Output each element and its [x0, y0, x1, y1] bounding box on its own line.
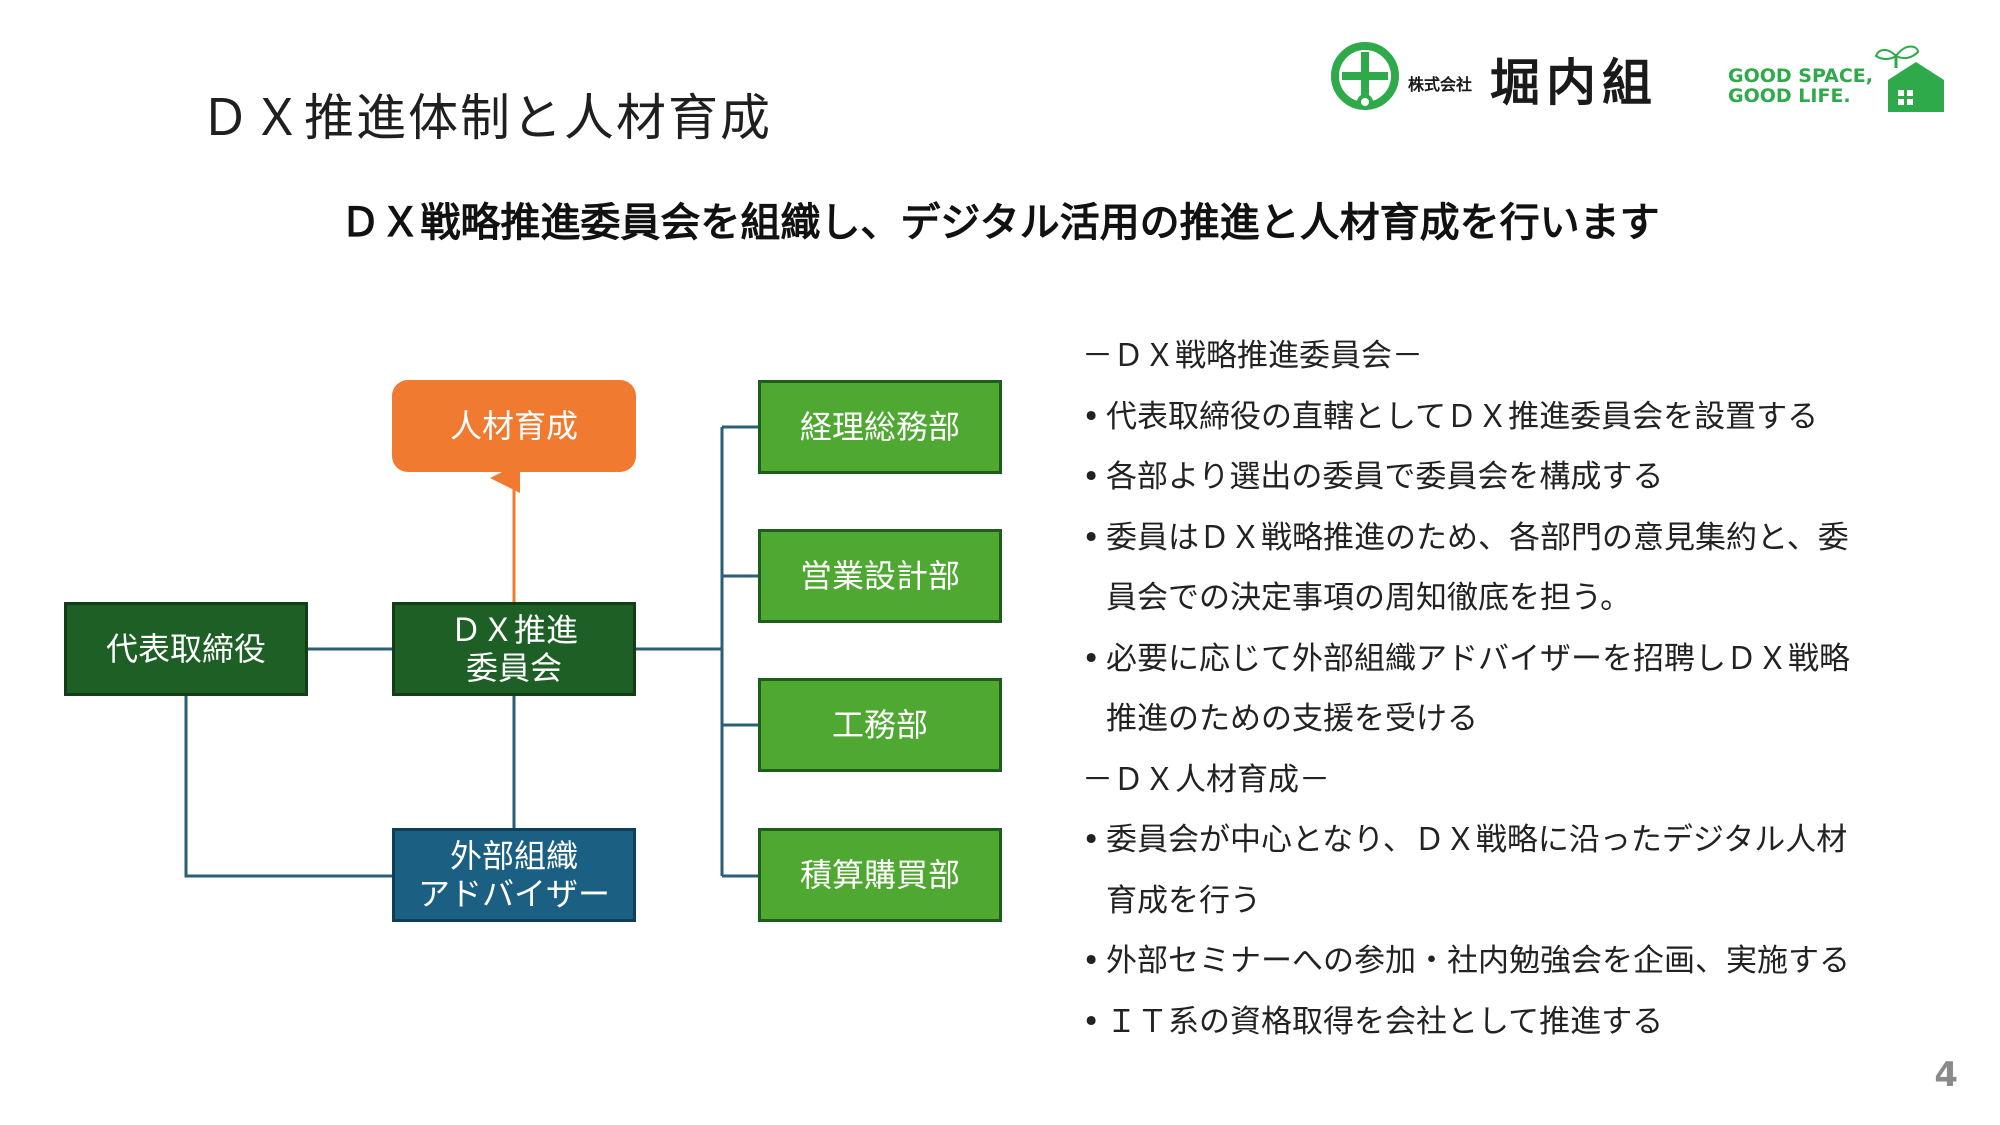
dx-committee-label-1: ＤＸ推進: [449, 610, 578, 649]
section-heading: －ＤＸ戦略推進委員会－: [1082, 338, 1423, 374]
advisor-label-1: 外部組織: [449, 836, 578, 875]
company-emblem-icon: [1331, 42, 1399, 110]
dx-committee-label-2: 委員会: [465, 649, 562, 687]
bullet-item: 各部より選出の委員で委員会を構成する: [1082, 447, 1962, 508]
dept-label: 営業設計部: [799, 556, 960, 595]
bullet-item: 委員会が中心となり、ＤＸ戦略に沿ったデジタル人材: [1082, 810, 1962, 871]
ceo-box: 代表取締役: [64, 602, 308, 696]
line-ceo-advisor: [184, 696, 392, 878]
ceo-label: 代表取締役: [105, 629, 266, 668]
dept-box-3: 工務部: [758, 678, 1002, 772]
company-prefix: 株式会社: [1408, 75, 1472, 94]
house-sprout-icon: [1874, 45, 1944, 112]
dept-label: 積算購買部: [799, 855, 960, 894]
bullet-item: 外部セミナーへの参加・社内勉強会を企画、実施する: [1082, 931, 1962, 992]
dept-box-2: 営業設計部: [758, 529, 1002, 623]
dx-committee-box: ＤＸ推進 委員会: [392, 602, 636, 696]
company-logo: 株式会社 堀内組 GOOD SPACE, GOOD LIFE.: [1331, 42, 1944, 112]
advisor-label-2: アドバイザー: [417, 875, 610, 913]
jinzai-label: 人材育成: [449, 406, 578, 445]
bullet-continuation: 員会での決定事項の周知徹底を担う。: [1106, 580, 1632, 616]
dept-label: 経理総務部: [799, 407, 960, 446]
bullet-continuation: 育成を行う: [1106, 882, 1261, 919]
advisor-box: 外部組織 アドバイザー: [392, 828, 636, 922]
page-subtitle: ＤＸ戦略推進委員会を組織し、デジタル活用の推進と人材育成を行います: [340, 200, 1660, 246]
company-name: 堀内組: [1490, 54, 1658, 112]
slogan-line2: GOOD LIFE.: [1728, 85, 1851, 107]
page-title: ＤＸ推進体制と人材育成: [200, 89, 772, 147]
bullet-item: ＩＴ系の資格取得を会社として推進する: [1082, 992, 1962, 1053]
dept-box-1: 経理総務部: [758, 380, 1002, 474]
description-text-block: －ＤＸ戦略推進委員会－ 代表取締役の直轄としてＤＸ推進委員会を設置する 各部より…: [1082, 326, 1962, 1052]
dept-box-4: 積算購買部: [758, 828, 1002, 922]
dept-label: 工務部: [831, 705, 928, 744]
slogan-line1: GOOD SPACE,: [1728, 65, 1873, 87]
bullet-continuation: 推進のための支援を受ける: [1106, 701, 1478, 737]
bullet-item: 委員はＤＸ戦略推進のため、各部門の意見集約と、委: [1082, 508, 1962, 569]
jinzai-box: 人材育成: [392, 380, 636, 472]
bullet-item: 代表取締役の直轄としてＤＸ推進委員会を設置する: [1082, 387, 1962, 448]
bullet-item: 必要に応じて外部組織アドバイザーを招聘しＤＸ戦略: [1082, 629, 1962, 690]
page-number: 4: [1934, 1055, 1958, 1095]
section-heading: －ＤＸ人材育成－: [1082, 761, 1330, 798]
